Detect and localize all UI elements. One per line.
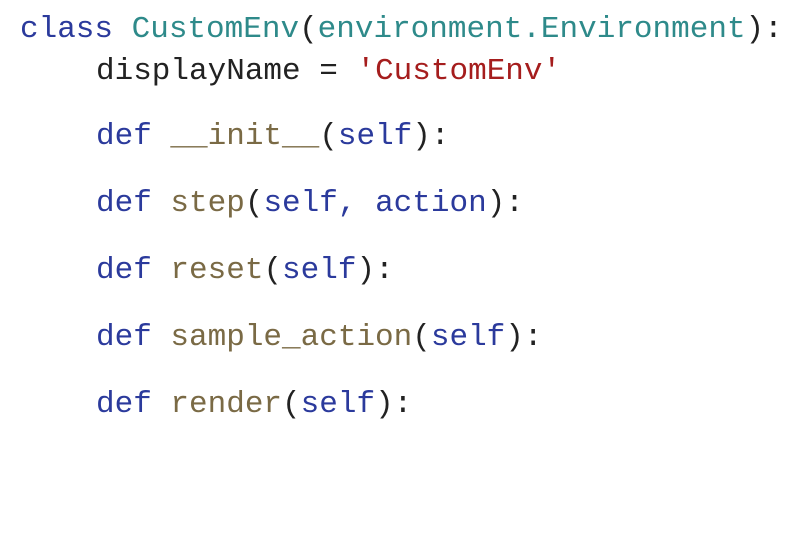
class-name: CustomEnv xyxy=(131,12,300,47)
def-keyword: def xyxy=(96,387,152,422)
def-keyword: def xyxy=(96,186,152,221)
code-block: class CustomEnv(environment.Environment)… xyxy=(20,0,810,560)
method-params: self, action xyxy=(263,186,487,221)
def-keyword: def xyxy=(96,320,152,355)
open-paren: ( xyxy=(319,119,338,154)
open-paren: ( xyxy=(244,186,264,221)
method-name: step xyxy=(170,186,245,221)
method-params: self xyxy=(282,253,357,288)
close-paren-colon: ): xyxy=(375,387,413,422)
close-paren-colon: ): xyxy=(505,320,543,355)
class-definition-line: class CustomEnv(environment.Environment)… xyxy=(20,10,783,50)
method-line-init: def __init__(self): xyxy=(20,117,450,157)
def-keyword: def xyxy=(96,119,152,154)
close-paren-colon: ): xyxy=(486,186,524,221)
method-name: render xyxy=(170,387,283,422)
attribute-value: 'CustomEnv' xyxy=(356,54,562,89)
close-paren-colon: ): xyxy=(745,12,783,47)
open-paren: ( xyxy=(299,12,318,47)
open-paren: ( xyxy=(263,253,283,288)
class-keyword: class xyxy=(20,12,114,47)
method-line-step: def step(self, action): xyxy=(20,184,524,224)
method-params: self xyxy=(300,387,376,422)
method-params: self xyxy=(337,119,413,154)
open-paren: ( xyxy=(412,320,431,355)
attribute-line: displayName = 'CustomEnv' xyxy=(20,52,561,92)
attribute-name: displayName xyxy=(96,54,301,89)
method-name: sample_action xyxy=(170,320,413,355)
close-paren-colon: ): xyxy=(412,119,450,154)
method-params: self xyxy=(430,320,506,355)
def-keyword: def xyxy=(96,253,152,288)
method-line-reset: def reset(self): xyxy=(20,251,394,291)
assign-operator: = xyxy=(319,54,338,89)
close-paren-colon: ): xyxy=(356,253,394,288)
method-line-render: def render(self): xyxy=(20,385,412,425)
method-name: reset xyxy=(170,253,264,288)
base-class: environment.Environment xyxy=(317,12,746,47)
open-paren: ( xyxy=(282,387,301,422)
method-name: __init__ xyxy=(170,119,320,154)
method-line-sample-action: def sample_action(self): xyxy=(20,318,543,358)
